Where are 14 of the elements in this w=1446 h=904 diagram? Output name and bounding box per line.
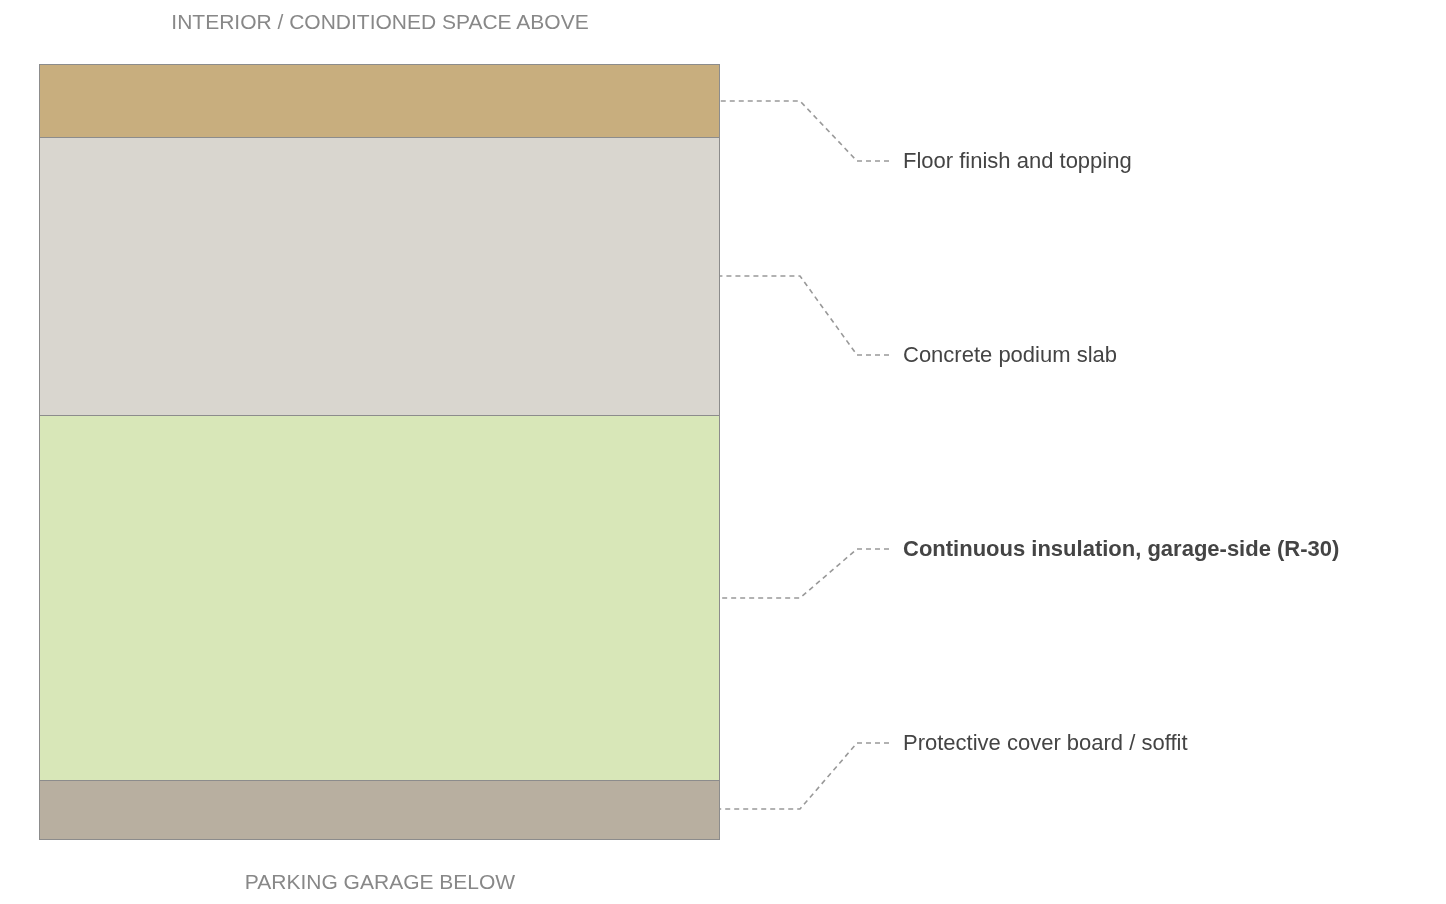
space-below-label: PARKING GARAGE BELOW — [244, 869, 516, 895]
insulation-layer — [39, 415, 720, 781]
floor-finish-layer — [39, 64, 720, 138]
leader-line — [719, 275, 890, 356]
leader-line — [719, 742, 890, 810]
leader-line — [719, 100, 890, 162]
leader-line — [719, 548, 890, 599]
layer-label: Protective cover board / soffit — [903, 728, 1188, 758]
concrete-slab-layer — [39, 137, 720, 416]
layer-label: Concrete podium slab — [903, 340, 1117, 370]
cover-board-layer — [39, 780, 720, 840]
space-above-label: INTERIOR / CONDITIONED SPACE ABOVE — [171, 9, 589, 35]
layer-label: Floor finish and topping — [903, 146, 1132, 176]
layer-label: Continuous insulation, garage-side (R-30) — [903, 534, 1340, 564]
